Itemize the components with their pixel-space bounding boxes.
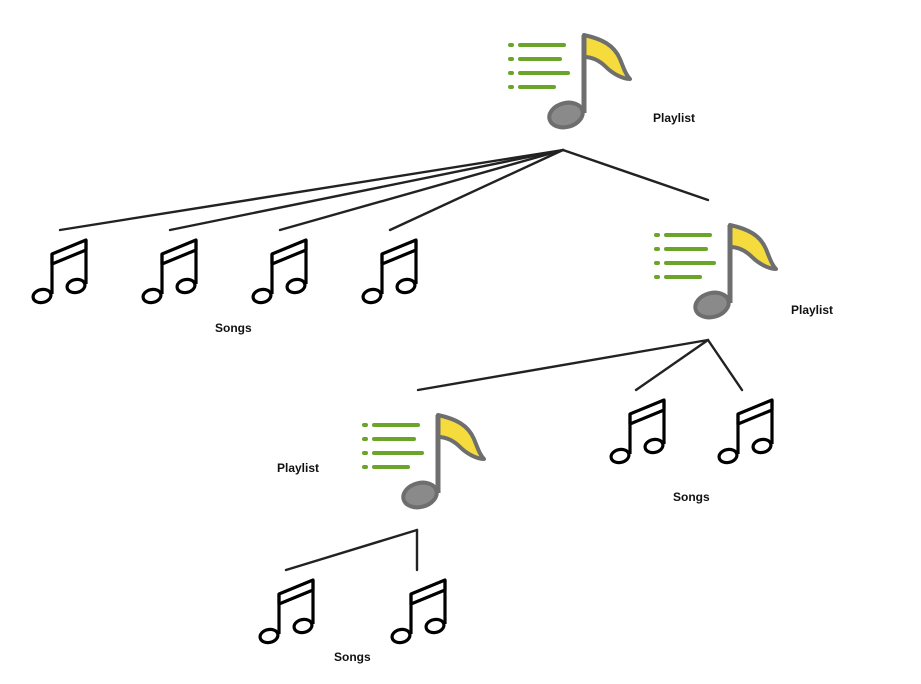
mid-edges — [416, 338, 744, 392]
song-icon — [389, 578, 447, 646]
edge-mid-song-2 — [706, 338, 744, 392]
songs-label-bottom: Songs — [334, 650, 371, 664]
playlist-label-mid: Playlist — [791, 303, 833, 317]
playlist-note-icon — [364, 415, 484, 511]
edge-root-song-2 — [168, 148, 565, 232]
song-icon — [608, 398, 666, 466]
edge-root-playlist — [561, 148, 710, 202]
song-icon — [140, 238, 198, 306]
edge-mid-song-1 — [634, 338, 710, 392]
songs-label-right: Songs — [673, 490, 710, 504]
edge-low-song-1 — [284, 528, 419, 572]
edge-root-song-1 — [58, 148, 565, 232]
song-icon — [257, 578, 315, 646]
song-icon — [360, 238, 418, 306]
songs-label-top: Songs — [215, 321, 252, 335]
song-icon — [716, 398, 774, 466]
edge-mid-playlist — [416, 338, 710, 392]
song-icon — [30, 238, 88, 306]
edge-root-song-3 — [278, 148, 565, 232]
playlist-note-icon — [510, 35, 630, 131]
edge-root-song-4 — [388, 148, 565, 232]
root-edges — [58, 148, 710, 232]
playlist-label-root: Playlist — [653, 111, 695, 125]
low-edges — [284, 528, 419, 572]
song-icon — [250, 238, 308, 306]
playlist-note-icon — [656, 225, 776, 321]
playlist-label-low: Playlist — [277, 461, 319, 475]
